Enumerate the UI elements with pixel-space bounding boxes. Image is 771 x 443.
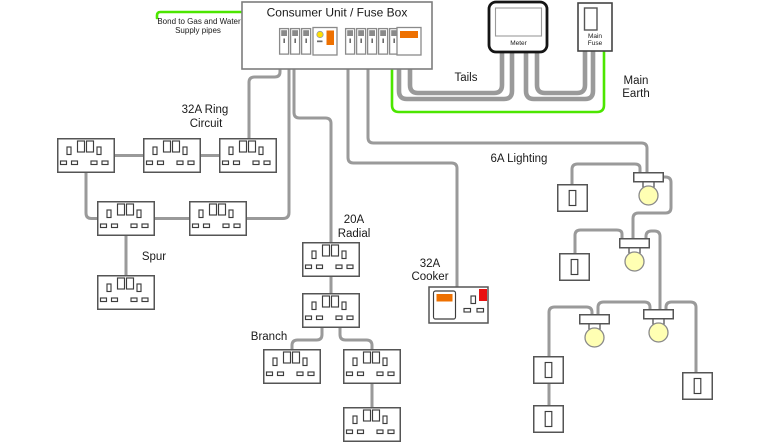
breaker-1 — [278, 27, 290, 55]
main-switch-unit — [396, 26, 422, 56]
wire-rose2-rose4 — [644, 229, 662, 312]
electricity-meter: Meter — [487, 0, 549, 54]
label-cooker-line2: Cooker — [411, 271, 448, 283]
ceiling-light-4 — [643, 309, 674, 343]
wire-lighting-feed — [366, 65, 649, 175]
label-spur: Spur — [142, 251, 166, 263]
consumer-unit: Consumer Unit / Fuse Box — [241, 1, 433, 70]
light-switch-3 — [533, 356, 564, 384]
wire-tail-cu-meter-inner — [407, 53, 505, 96]
main-fuse-label-2: Fuse — [588, 40, 603, 47]
consumer-unit-title: Consumer Unit / Fuse Box — [267, 6, 408, 20]
socket-spur — [97, 275, 155, 310]
light-switch-2 — [559, 253, 590, 281]
label-tails: Tails — [454, 72, 477, 84]
cooker-control-unit — [428, 286, 489, 324]
wire-tail-meter-fuse-inner — [534, 51, 588, 96]
rcd-indicator-dot — [316, 30, 324, 39]
label-main-earth-line1: Main — [624, 75, 649, 87]
wire-cooker-feed — [346, 65, 459, 290]
breaker-7 — [377, 27, 389, 55]
socket-branch-2 — [343, 349, 401, 384]
socket-ring-2 — [143, 138, 201, 173]
socket-branch-3 — [343, 407, 401, 442]
wire-rose1-rose2 — [631, 175, 673, 241]
cooker-indicator-light — [479, 289, 487, 301]
breaker-6 — [366, 27, 378, 55]
ceiling-light-2 — [619, 238, 650, 272]
wire-tail-cu-meter-outer — [396, 53, 515, 102]
wire-ring-return — [244, 65, 291, 220]
label-cooker-line1: 32A — [420, 258, 441, 270]
wire-main-earth — [390, 49, 606, 114]
ceiling-light-3 — [579, 314, 610, 348]
socket-ring-4 — [97, 201, 155, 236]
label-bond-line1: Bond to Gas and Water — [157, 17, 241, 26]
wire-bond-to-pipes — [155, 10, 246, 20]
cooker-switch — [436, 294, 453, 302]
breaker-3 — [300, 27, 312, 55]
socket-radial-2 — [302, 293, 360, 328]
wire-rose3-switch3 — [547, 305, 594, 359]
socket-ring-3 — [219, 138, 277, 173]
fuse-carrier — [583, 7, 598, 31]
wire-branch-left — [290, 325, 324, 352]
rcd-unit — [312, 26, 338, 56]
main-fuse: Main Fuse — [577, 2, 613, 52]
wire-switch1-rose1 — [570, 162, 642, 187]
label-main-earth-line2: Earth — [622, 88, 650, 100]
wire-ring-feed — [247, 65, 282, 141]
wire-rose4-rose3 — [596, 300, 652, 317]
breaker-2 — [289, 27, 301, 55]
label-lighting: 6A Lighting — [491, 153, 548, 165]
light-switch-5 — [682, 372, 713, 400]
label-radial-line2: Radial — [338, 228, 371, 240]
light-switch-1 — [557, 184, 588, 212]
wire-switch2-rose2 — [573, 228, 624, 256]
label-branch: Branch — [251, 331, 287, 343]
rcd-switch — [326, 30, 334, 45]
wire-ring-s1-s4 — [84, 170, 100, 220]
socket-radial-1 — [302, 242, 360, 277]
ceiling-light-1 — [633, 172, 664, 206]
socket-branch-1 — [263, 349, 321, 384]
label-ring-line1: 32A Ring — [182, 104, 229, 116]
label-ring-line2: Circuit — [190, 118, 223, 130]
light-switch-4 — [533, 405, 564, 433]
label-radial-line1: 20A — [344, 214, 365, 226]
breaker-4 — [344, 27, 356, 55]
label-bond-line2: Supply pipes — [175, 26, 221, 35]
wire-radial-feed — [292, 65, 333, 245]
main-fuse-label-1: Main — [588, 33, 602, 40]
socket-ring-5 — [189, 201, 247, 236]
meter-label: Meter — [510, 40, 527, 47]
meter-display — [494, 7, 543, 37]
wire-branch-right — [338, 325, 374, 352]
breaker-5 — [355, 27, 367, 55]
wire-rose4-switch5 — [664, 300, 698, 375]
wire-tail-meter-fuse-outer — [523, 51, 596, 102]
main-switch — [400, 31, 418, 38]
socket-ring-1 — [57, 138, 115, 173]
